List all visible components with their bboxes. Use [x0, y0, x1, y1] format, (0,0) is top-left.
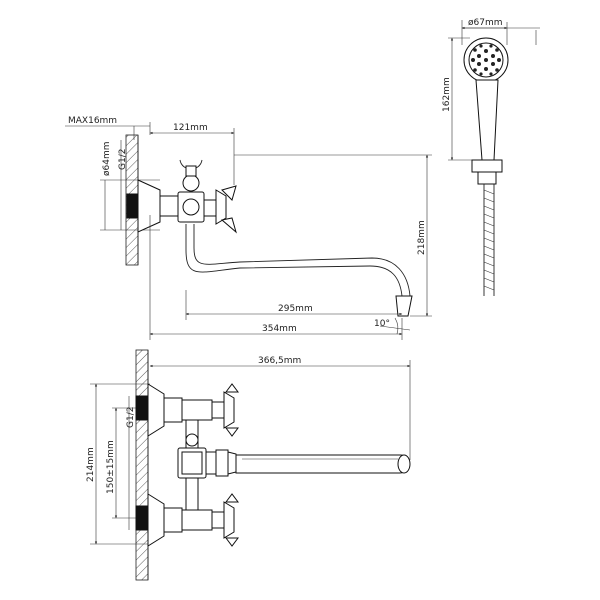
- side-view: MAX16mm 121mm ø64mm G1/2: [65, 116, 432, 340]
- cross-handle-upper: [223, 391, 235, 429]
- dim-150: 150±15mm: [106, 440, 116, 494]
- wall-hatch-bottom: [135, 349, 149, 581]
- nut-upper: [135, 395, 149, 421]
- spout-side: [185, 224, 403, 297]
- dim-218: 218mm: [417, 220, 427, 255]
- dim-thread-bottom: G1/2: [126, 407, 136, 428]
- dim-366: 366,5mm: [258, 356, 301, 366]
- front-view: 366,5mm 214mm 150±15mm G1/2: [86, 349, 411, 581]
- spout-front: [235, 454, 410, 474]
- nut-top: [126, 193, 139, 219]
- shower-handle: [475, 79, 499, 161]
- cross-handle-top: [215, 189, 227, 225]
- flange-lower: [147, 493, 165, 547]
- dim-dia67: ø67mm: [468, 18, 503, 28]
- dim-thread-top: G1/2: [118, 149, 128, 170]
- flange-top: [137, 179, 161, 233]
- dim-angle: 10°: [374, 319, 390, 329]
- spray-nozzles: [471, 44, 501, 76]
- cross-handle-lower: [223, 501, 235, 539]
- nut-lower: [135, 505, 149, 531]
- hand-shower: ø67mm 162mm: [442, 18, 540, 296]
- dim-dia64: ø64mm: [102, 142, 112, 177]
- valve-body-lower: [181, 509, 213, 531]
- dim-295: 295mm: [278, 304, 313, 314]
- dim-354: 354mm: [262, 324, 297, 334]
- shower-hose: [483, 184, 495, 296]
- dim-214: 214mm: [86, 447, 96, 482]
- dim-162: 162mm: [442, 77, 452, 112]
- dim-max16: MAX16mm: [68, 116, 117, 126]
- flange-upper: [147, 383, 165, 437]
- hook-ball: [182, 174, 200, 192]
- valve-body-upper: [181, 399, 213, 421]
- dim-121: 121mm: [173, 123, 208, 133]
